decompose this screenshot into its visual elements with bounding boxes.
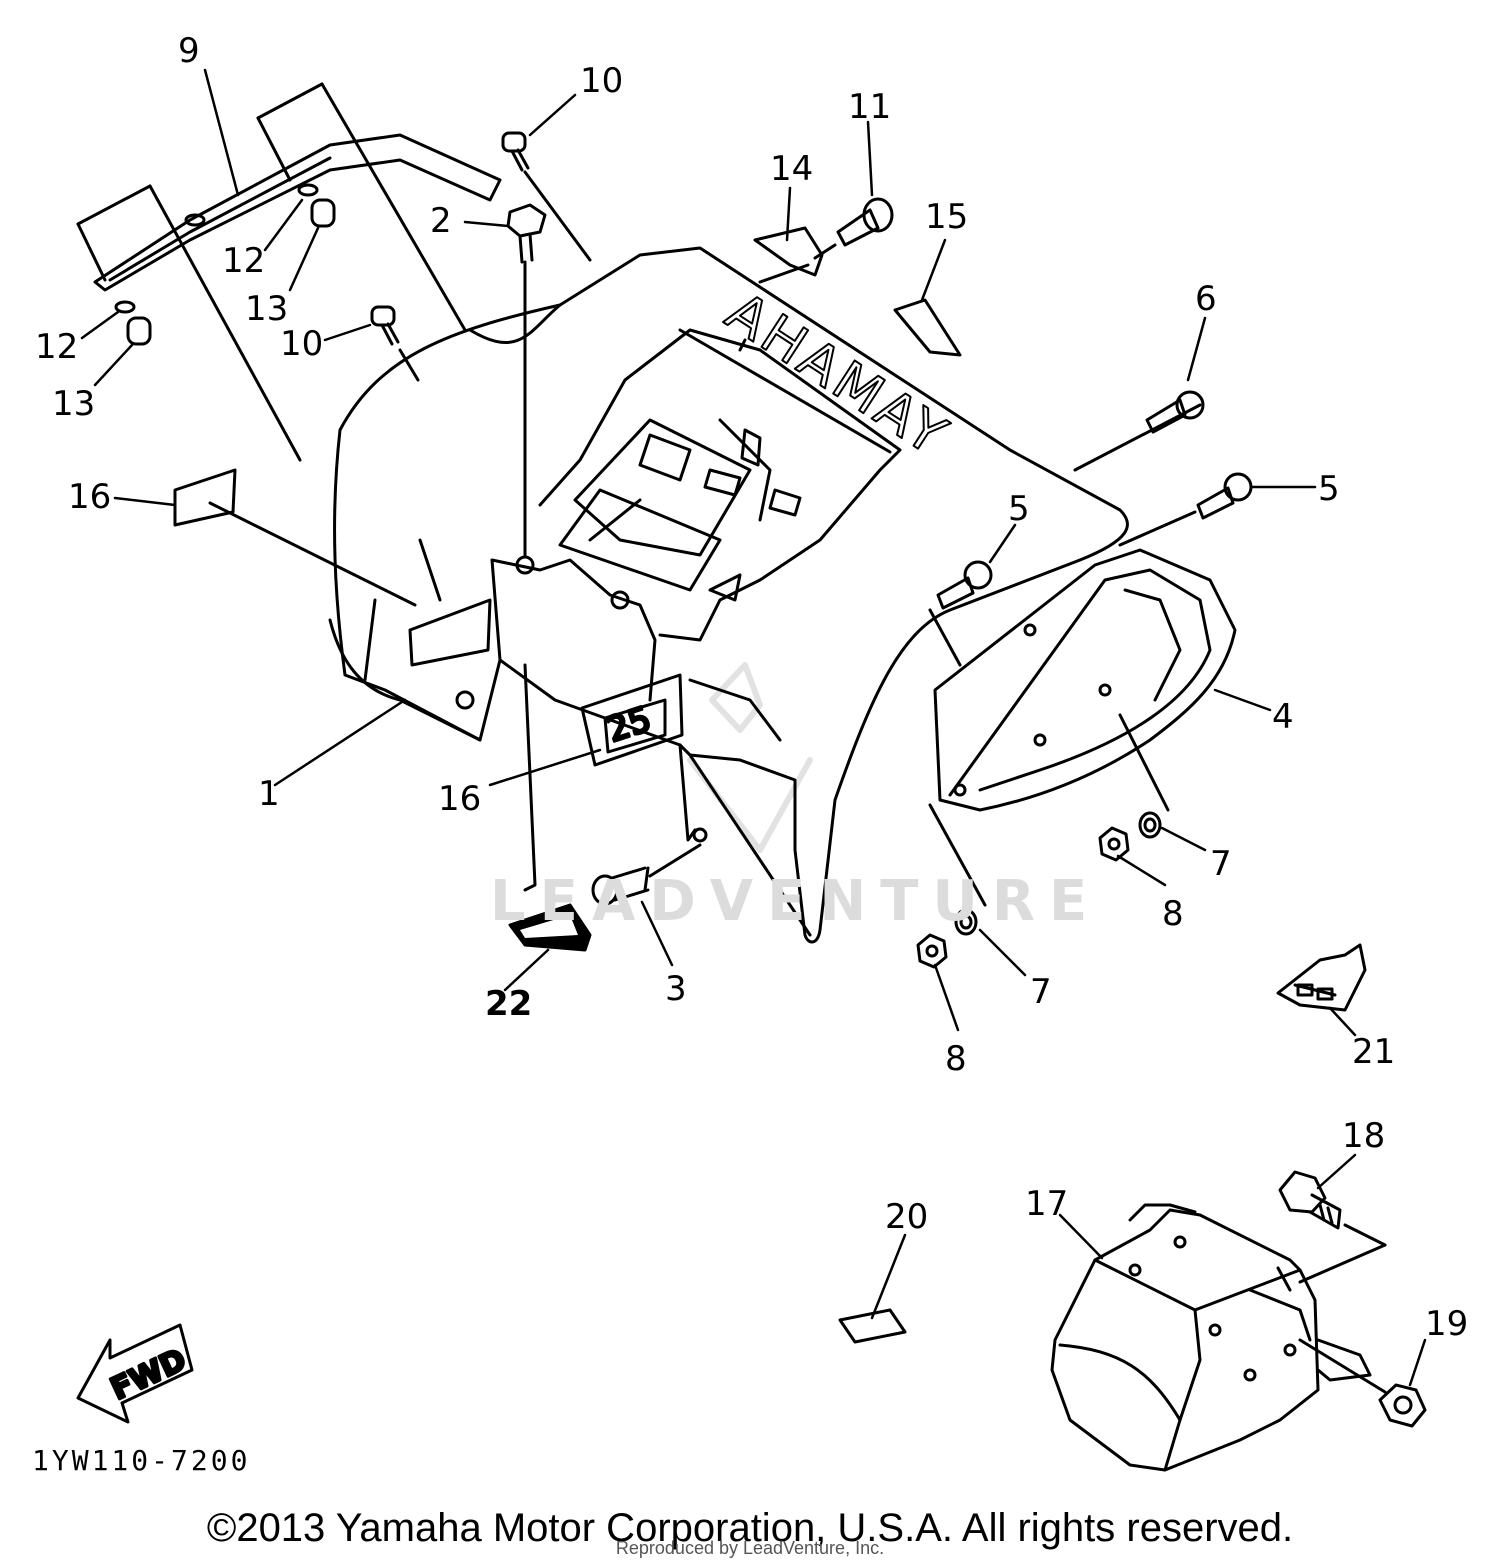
- screw: [1278, 1170, 1342, 1230]
- washer: [954, 811, 1162, 936]
- callout-18: 18: [1342, 1116, 1385, 1156]
- callout-7: 7: [1030, 972, 1052, 1012]
- plate-bracket: [523, 663, 708, 892]
- callout-9: 9: [178, 31, 200, 71]
- rear-fender: [328, 246, 1129, 944]
- callout-5: 5: [1008, 489, 1030, 529]
- bolt: [813, 197, 894, 260]
- grommet: [114, 183, 319, 314]
- rear-flap: [928, 548, 1237, 907]
- callout-16: 16: [438, 779, 481, 819]
- callout-4: 4: [1272, 697, 1294, 737]
- nut: [916, 826, 1130, 969]
- reproduced-by-notice: Reproduced by LeadVenture, Inc.: [615, 1538, 885, 1558]
- callout-22: 22: [485, 984, 532, 1024]
- callout-17: 17: [1025, 1184, 1068, 1224]
- callout-15: 15: [925, 197, 968, 237]
- bolt: [591, 843, 702, 906]
- callout-8: 8: [1162, 894, 1184, 934]
- watermark-text: LEADVENTURE: [490, 869, 1101, 934]
- copyright-notice: ©2013 Yamaha Motor Corporation, U.S.A. A…: [206, 1506, 1294, 1550]
- callout-21: 21: [1352, 1032, 1395, 1072]
- plate: [893, 298, 962, 357]
- parts-diagram: YAMAHA 25: [32, 31, 1468, 1477]
- callout-12: 12: [35, 327, 78, 367]
- callout-20: 20: [885, 1197, 928, 1237]
- collar: [126, 198, 336, 346]
- callout-12: 12: [222, 241, 265, 281]
- callout-6: 6: [1195, 279, 1217, 319]
- clamp: [1276, 943, 1367, 1012]
- callout-numbers: 9 10 2 11 14 15 12 13 12 13 10 6 5 5 16 …: [35, 31, 1468, 1344]
- bolt: [928, 390, 1253, 667]
- reflector: [508, 903, 592, 952]
- leader-lines: [80, 68, 1427, 1387]
- license-digits: 25: [602, 699, 656, 750]
- callout-13: 13: [245, 289, 288, 329]
- fwd-label: FWD: [106, 1342, 192, 1407]
- callout-3: 3: [665, 969, 687, 1009]
- rear-rack-bar: [76, 82, 502, 462]
- callout-8: 8: [945, 1039, 967, 1079]
- callout-2: 2: [430, 201, 452, 241]
- nut: [1378, 1383, 1427, 1428]
- callout-16: 16: [68, 477, 111, 517]
- figure-code: 1YW110-7200: [32, 1444, 250, 1477]
- callout-13: 13: [52, 384, 95, 424]
- callout-10: 10: [580, 61, 623, 101]
- tool-box: [1050, 1203, 1387, 1472]
- warning-label: [173, 468, 684, 767]
- bracket: [753, 226, 824, 284]
- callout-7: 7: [1210, 844, 1232, 884]
- callout-11: 11: [848, 87, 891, 127]
- brand-text: YAMAHA: [712, 278, 958, 468]
- callout-10: 10: [280, 324, 323, 364]
- callout-14: 14: [770, 149, 813, 189]
- callout-1: 1: [258, 774, 280, 814]
- bolt: [370, 131, 592, 382]
- callout-19: 19: [1425, 1304, 1468, 1344]
- callout-5: 5: [1318, 469, 1340, 509]
- fwd-arrow-icon: [76, 1323, 194, 1424]
- flange-bolt: [506, 203, 547, 557]
